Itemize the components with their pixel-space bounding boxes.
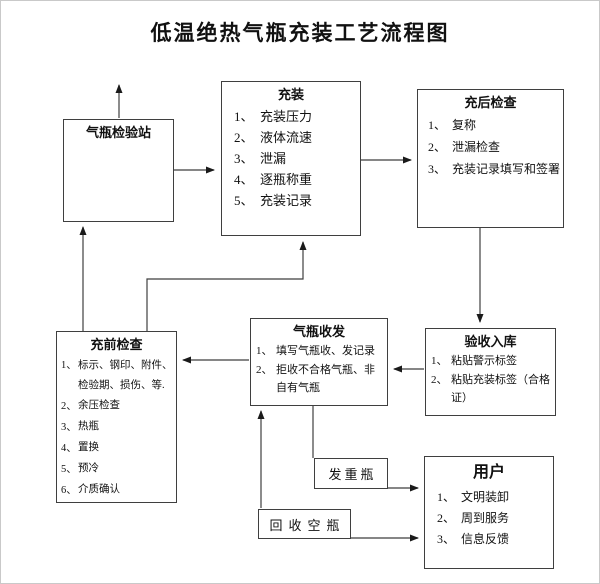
node-title: 回收空瓶 [269,517,346,533]
list-item: 1、标示、钢印、附件、检验期、损伤、等. [61,359,173,391]
list-item: 2、周到服务 [437,511,510,525]
list-item: 3、充装记录填写和签署 [428,162,561,176]
list-item: 2、液体流速 [234,130,313,145]
list-item: 3、热瓶 [61,421,99,433]
list-item: 3、泄漏 [234,151,287,166]
node-title: 验收入库 [464,334,517,349]
list-item: 6、介质确认 [61,484,120,496]
list-item: 1、充装压力 [234,109,313,124]
node-dispatch-full-cylinders: 发重瓶 [314,458,388,489]
list-item: 5、预冷 [61,463,99,475]
node-inspection-station: 气瓶检验站 [63,119,174,222]
node-item-list: 1、填写气瓶收、发记录 2、拒收不合格气瓶、非自有气瓶 [251,340,387,397]
node-title: 用户 [472,464,505,481]
node-cylinder-receipt-dispatch: 气瓶收发 1、填写气瓶收、发记录 2、拒收不合格气瓶、非自有气瓶 [250,318,388,406]
node-title: 气瓶收发 [292,324,345,339]
node-item-list: 1、粘贴警示标签 2、粘贴充装标签（合格证） [426,350,555,407]
node-filling: 充装 1、充装压力 2、液体流速 3、泄漏 4、逐瓶称重 5、充装记录 [221,81,361,236]
list-item: 4、置换 [61,442,99,454]
node-item-list: 1、标示、钢印、附件、检验期、损伤、等. 2、余压检查 3、热瓶 4、置换 5、… [57,353,176,501]
node-post-filling-check: 充后检查 1、复称 2、泄漏检查 3、充装记录填写和签署 [417,89,564,228]
node-pre-filling-check: 充前检查 1、标示、钢印、附件、检验期、损伤、等. 2、余压检查 3、热瓶 4、… [56,331,177,503]
node-acceptance-warehousing: 验收入库 1、粘贴警示标签 2、粘贴充装标签（合格证） [425,328,556,416]
list-item: 2、泄漏检查 [428,140,501,154]
node-title: 气瓶检验站 [85,125,151,140]
list-item: 1、粘贴警示标签 [431,355,517,367]
node-title: 充后检查 [464,95,517,110]
list-item: 5、充装记录 [234,193,313,208]
list-item: 4、逐瓶称重 [234,172,313,187]
node-title: 充前检查 [90,337,143,352]
node-item-list: 1、充装压力 2、液体流速 3、泄漏 4、逐瓶称重 5、充装记录 [222,103,360,211]
page-title: 低温绝热气瓶充装工艺流程图 [150,21,450,45]
list-item: 1、填写气瓶收、发记录 [256,345,375,357]
list-item: 1、复称 [428,118,477,132]
node-title: 充装 [277,87,304,102]
list-item: 2、余压检查 [61,400,120,412]
node-item-list: 1、文明装卸 2、周到服务 3、信息反馈 [425,481,553,550]
list-item: 2、拒收不合格气瓶、非自有气瓶 [256,364,375,394]
list-item: 1、文明装卸 [437,490,510,504]
list-item: 2、粘贴充装标签（合格证） [431,374,550,404]
node-recycle-empty-cylinders: 回收空瓶 [258,509,351,539]
list-item: 3、信息反馈 [437,532,510,546]
node-item-list: 1、复称 2、泄漏检查 3、充装记录填写和签署 [418,111,563,180]
node-title: 发重瓶 [328,467,377,482]
node-user: 用户 1、文明装卸 2、周到服务 3、信息反馈 [424,456,554,569]
